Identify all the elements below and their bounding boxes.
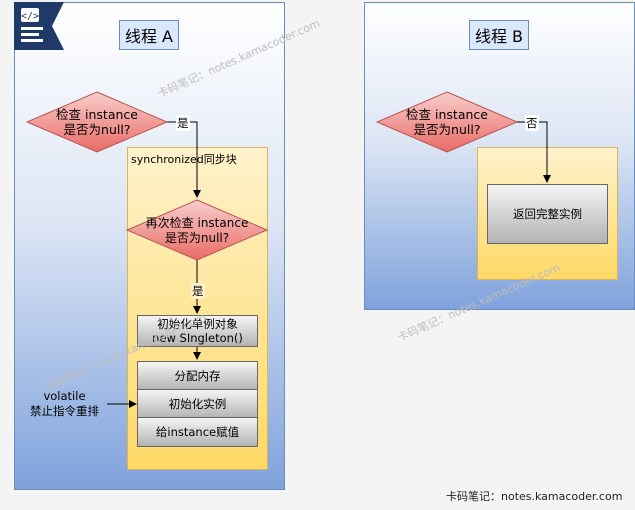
init-singleton-box: 初始化单例对象 new SIngleton() xyxy=(137,315,258,347)
check-a-line1: 检查 instance xyxy=(56,107,138,122)
check-a-line2: 是否为null? xyxy=(63,122,131,137)
footer-watermark: 卡码笔记：notes.kamacoder.com xyxy=(446,490,623,503)
step-allocate-memory: 分配内存 xyxy=(137,361,258,391)
check-a-text: 检查 instance 是否为null? xyxy=(47,107,147,137)
init-line2: new SIngleton() xyxy=(152,331,243,345)
recheck-text: 再次检查 instance 是否为null? xyxy=(137,216,257,246)
svg-text:</>: </> xyxy=(21,11,39,22)
init-line1: 初始化单例对象 xyxy=(157,317,238,331)
no-label: 否 xyxy=(525,115,539,131)
recheck-line2: 是否为null? xyxy=(164,231,230,245)
check-instance-diamond-b xyxy=(375,91,519,153)
step-init-instance: 初始化实例 xyxy=(137,389,258,419)
check-instance-diamond-a xyxy=(25,91,169,153)
volatile-label: volatile 禁止指令重排 xyxy=(22,389,107,419)
check-b-text: 检查 instance 是否为null? xyxy=(397,107,497,137)
return-instance-box: 返回完整实例 xyxy=(487,184,608,244)
yes-label-1: 是 xyxy=(176,115,190,131)
recheck-line1: 再次检查 instance xyxy=(145,216,249,230)
yes-label-2: 是 xyxy=(191,283,205,299)
thread-b-title: 线程 B xyxy=(469,20,529,50)
synchronized-label: synchronized同步块 xyxy=(131,153,237,166)
check-b-line1: 检查 instance xyxy=(406,107,488,122)
kamacoder-logo-icon: </> xyxy=(14,2,64,50)
thread-a-title: 线程 A xyxy=(119,20,179,50)
connector-yes-1 xyxy=(167,121,201,198)
volatile-line1: volatile xyxy=(43,389,86,403)
volatile-line2: 禁止指令重排 xyxy=(30,404,99,418)
check-b-line2: 是否为null? xyxy=(413,122,481,137)
step-assign-instance: 给instance赋值 xyxy=(137,417,258,447)
connector-no xyxy=(517,121,551,183)
